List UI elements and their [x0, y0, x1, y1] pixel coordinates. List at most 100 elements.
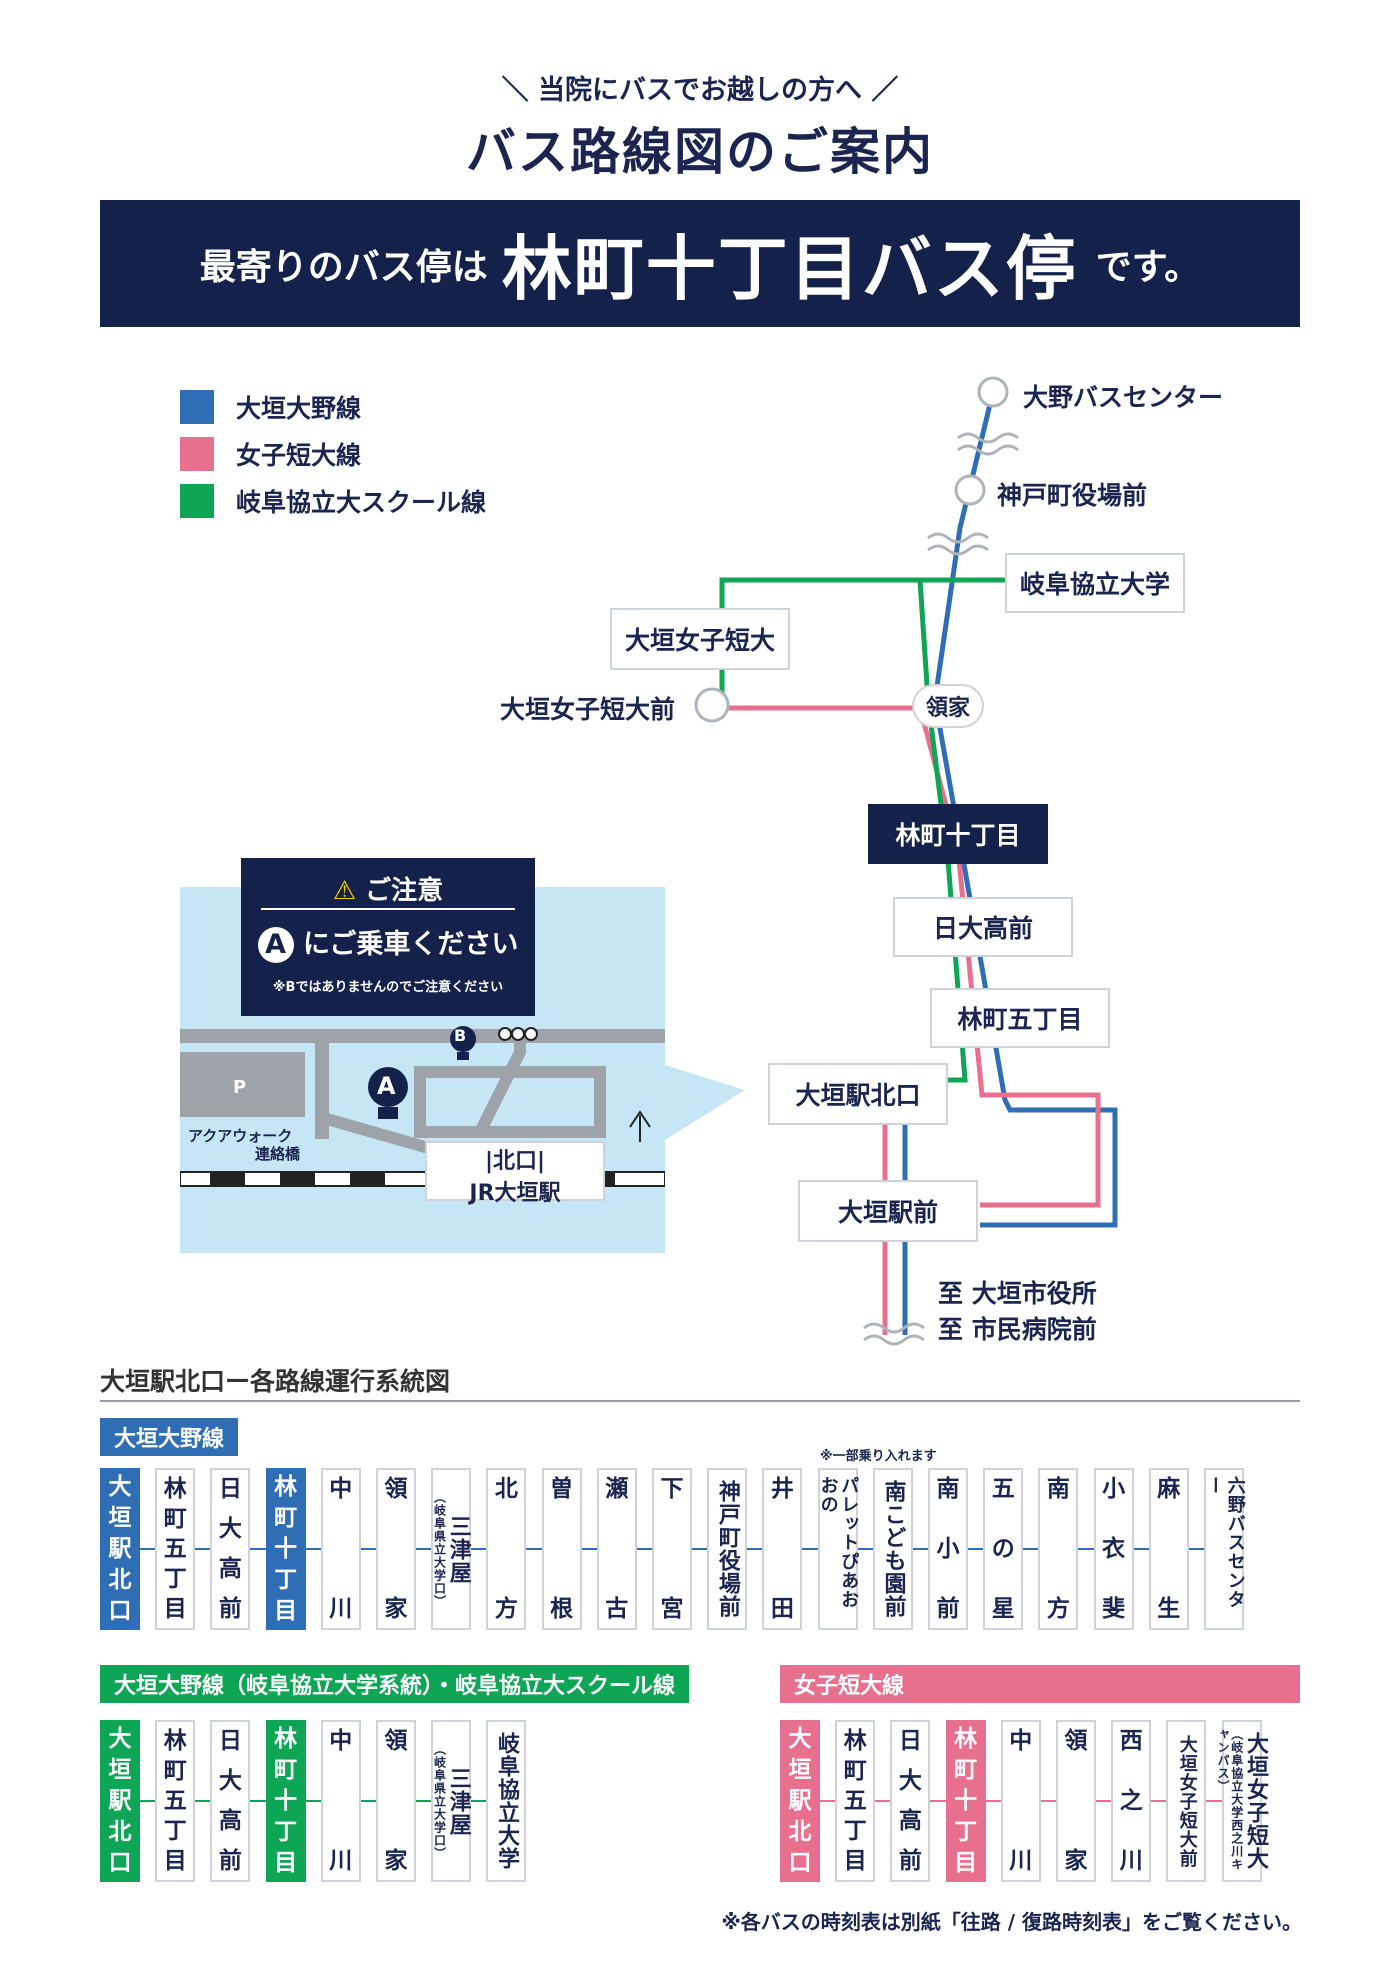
stop-name-char: 十: [954, 1787, 978, 1814]
stop-name-char: 町: [843, 1757, 867, 1784]
stop-name-char: 丁: [163, 1817, 187, 1844]
bus-loop: [414, 1066, 606, 1138]
schedule-stop-cell: 大垣駅北口: [780, 1720, 820, 1882]
stop-name-char: 目: [843, 1847, 867, 1874]
stop-name-char: 瀬: [605, 1476, 629, 1502]
stop-name-char: 町: [274, 1756, 298, 1783]
stop-name-char: 南: [1046, 1476, 1070, 1502]
stop-name-char: 日: [218, 1476, 242, 1502]
schedule-stop-cell: 曽根: [541, 1468, 582, 1630]
schedule-stop-cell: 林町十丁目: [265, 1720, 306, 1882]
callout-pointer: [665, 1065, 745, 1140]
schedule-stop-cell: 林町十丁目: [265, 1468, 306, 1630]
caution-instruction: A にご乗車ください: [241, 922, 535, 963]
bridge-label: 連絡橋: [255, 1145, 301, 1163]
legend-label: 岐阜協立大スクール線: [236, 488, 487, 517]
schedule-stop-cell: 南こども園前: [872, 1468, 913, 1630]
line2-tag: 大垣大野線（岐阜協立大学系統）・岐阜協立大スクール線: [100, 1665, 690, 1703]
stop-circle-women-college: [694, 687, 730, 723]
stop-subname: （岐阜県立大学口）: [432, 1742, 447, 1860]
stop-name-char: 町: [274, 1504, 298, 1531]
stop-name-char: 高: [898, 1807, 922, 1834]
north-exit-label: |北口|: [484, 1149, 546, 1174]
stop-name-char: 大: [898, 1767, 922, 1794]
schedule-stop-cell: 北方: [486, 1468, 527, 1630]
line3-stop-row: 大垣駅北口林町五丁目日大高前林町十丁目中川領家西之川大垣女子短大前大垣女子短大（…: [780, 1720, 1300, 1882]
line2-stop-row: 大垣駅北口林町五丁目日大高前林町十丁目中川領家三津屋（岐阜県立大学口）岐阜協立大…: [100, 1720, 560, 1882]
legend-item-school-line: 岐阜協立大スクール線: [180, 484, 486, 518]
north-arrow-icon: [629, 1110, 651, 1142]
stop-label-ogaki-women-college-mae: 大垣女子短大前: [500, 695, 676, 724]
stop-name-char: 曽: [550, 1476, 574, 1502]
timetable-footnote: ※各バスの時刻表は別紙「往路 / 復路時刻表」をご覧ください。: [721, 1910, 1302, 1934]
stop-box-gifu-kyoritsu: 岐阜協立大学: [1005, 553, 1185, 613]
stop-name-char: 林: [163, 1476, 187, 1502]
stop-name: 南こども園前: [880, 1480, 906, 1618]
stop-name-char: 高: [218, 1807, 242, 1834]
stop-name-char: 日: [898, 1728, 922, 1754]
stop-name-char: 領: [1064, 1728, 1088, 1754]
stop-name-char: 垣: [108, 1504, 132, 1531]
break-mark: [927, 532, 989, 544]
nearest-stop-banner: 最寄りのバス停は 林町十丁目バス停 です。: [100, 200, 1300, 327]
schedule-stop-cell: 南方: [1038, 1468, 1079, 1630]
road-vertical: [315, 1029, 329, 1139]
schedule-stop-cell: 岐阜協立大学: [486, 1720, 527, 1882]
stop-name-char: 林: [843, 1728, 867, 1754]
stop-name-char: 井: [770, 1476, 794, 1502]
stop-name-char: 十: [274, 1535, 298, 1562]
blue-route-line: [932, 391, 1118, 1228]
stop-subname: （岐阜協立大学西之川キャンパス）: [1215, 1728, 1244, 1871]
stop-name-char: 川: [329, 1595, 353, 1622]
page-title: バス路線図のご案内: [466, 123, 934, 181]
stop-name-char: 駅: [108, 1535, 132, 1562]
stop-name: 三津屋: [445, 1766, 471, 1836]
schedule-stop-cell: 大垣女子短大前: [1166, 1720, 1207, 1882]
stop-name-char: 林: [274, 1474, 298, 1500]
stop-name-char: 口: [108, 1597, 132, 1624]
parking-label: P: [233, 1077, 247, 1098]
bus-stop-marker: [524, 1027, 538, 1041]
stop-name-char: 目: [954, 1849, 978, 1876]
stop-name-char: 北: [788, 1818, 812, 1845]
legend-item-oogaki-ono: 大垣大野線: [180, 390, 361, 424]
legend-item-joshi-tandai: 女子短大線: [180, 437, 361, 471]
stop-name-char: 目: [163, 1595, 187, 1622]
stop-name: パレットぴあおおの: [817, 1476, 860, 1609]
stop-name-char: 宮: [660, 1595, 684, 1622]
stop-name-char: 大: [108, 1474, 132, 1500]
stop-name-char: 大: [218, 1767, 242, 1794]
stop-b-label: B: [454, 1026, 467, 1045]
stop-name-char: 斐: [1102, 1595, 1126, 1622]
schedule-stop-cell: 大垣駅北口: [100, 1468, 140, 1630]
stop-name-char: 五: [163, 1787, 187, 1814]
bus-stop-marker: [511, 1027, 525, 1041]
line1-partial-note: ※一部乗り入れます: [820, 1449, 937, 1464]
stop-name-char: 丁: [274, 1818, 298, 1845]
jr-ogaki-station-box: |北口| JR大垣駅: [425, 1141, 605, 1206]
schedule-stop-cell: 中川: [320, 1720, 361, 1882]
schedule-stop-cell: 中川: [320, 1468, 361, 1630]
stop-name-char: 丁: [163, 1565, 187, 1592]
stop-name-char: 町: [163, 1757, 187, 1784]
stop-name-char: 前: [898, 1847, 922, 1874]
break-mark: [957, 444, 1019, 456]
schedule-stop-cell: 領家: [376, 1720, 416, 1882]
stop-box-hayashi-10-current: 林町十丁目: [868, 804, 1048, 864]
schedule-stop-cell: 瀬古: [596, 1468, 637, 1630]
caution-header: ⚠ ご注意: [241, 870, 535, 907]
schedule-stop-cell: 五の星: [983, 1468, 1024, 1630]
banner-suffix: です。: [1095, 246, 1201, 288]
schedule-section-title: 大垣駅北口ー各路線運行系統図: [100, 1367, 451, 1396]
stop-name-char: 五: [991, 1476, 1015, 1502]
stop-name: 神戸町役場前: [714, 1480, 740, 1618]
stop-name-char: 丁: [954, 1818, 978, 1845]
stop-name-char: 星: [991, 1595, 1015, 1622]
stop-name-char: 十: [274, 1787, 298, 1814]
stop-name-char: 高: [218, 1555, 242, 1582]
stop-box-ogaki-north-exit: 大垣駅北口: [768, 1063, 948, 1125]
stop-subname: （岐阜県立大学口）: [432, 1490, 447, 1608]
line1-stop-row: 大垣駅北口林町五丁目日大高前林町十丁目中川領家三津屋（岐阜県立大学口）北方曽根瀬…: [100, 1468, 1300, 1630]
stop-box-hayashi-5: 林町五丁目: [930, 988, 1110, 1048]
stop-name-char: 町: [954, 1756, 978, 1783]
